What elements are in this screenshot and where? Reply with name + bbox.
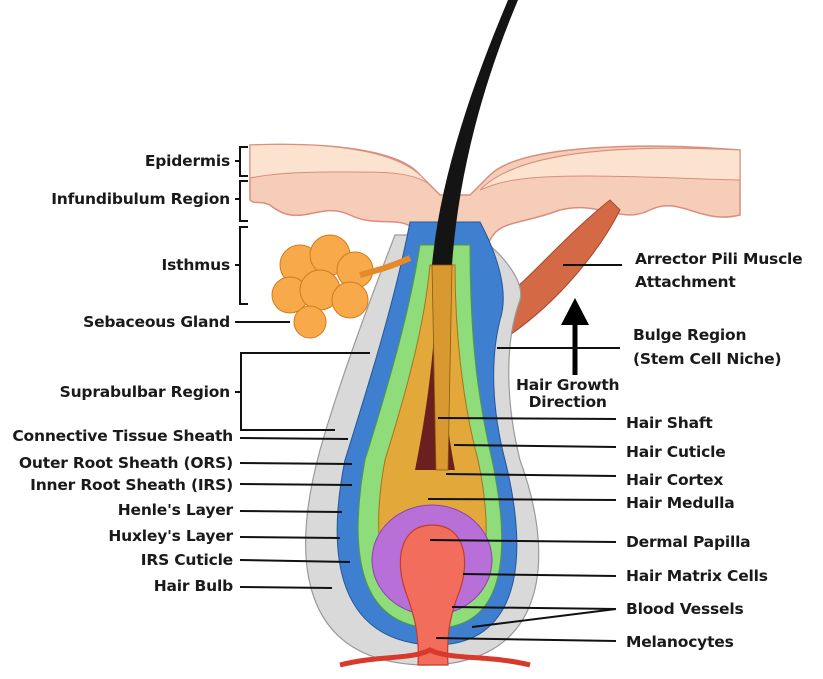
suprabulbar-bracket bbox=[235, 352, 370, 431]
label-hair-bulb: Hair Bulb bbox=[153, 577, 233, 595]
label-infundibulum-region: Infundibulum Region bbox=[51, 190, 230, 208]
label-dermal-papilla: Dermal Papilla bbox=[626, 533, 751, 551]
epidermis-layer bbox=[249, 143, 436, 191]
henle-line bbox=[239, 510, 343, 513]
blood-vessels bbox=[339, 647, 531, 668]
hair-growth-arrow-icon bbox=[561, 298, 589, 375]
label-suprabulbar-region: Suprabulbar Region bbox=[59, 383, 231, 401]
label-hair-cuticle: Hair Cuticle bbox=[626, 443, 726, 461]
label-hair-cortex: Hair Cortex bbox=[626, 471, 724, 489]
label-growth-line-2: Direction bbox=[528, 393, 607, 411]
arrector-pili-muscle bbox=[494, 199, 621, 336]
label-inner-root-sheath: Inner Root Sheath (IRS) bbox=[30, 476, 233, 494]
label-hair-growth-direction: Hair Growth Direction bbox=[516, 376, 620, 411]
label-outer-root-sheath: Outer Root Sheath (ORS) bbox=[18, 454, 233, 472]
label-hair-shaft: Hair Shaft bbox=[626, 414, 713, 432]
label-henles-layer: Henle's Layer bbox=[117, 501, 233, 519]
skin-layers bbox=[249, 143, 741, 271]
label-irs-cuticle: IRS Cuticle bbox=[140, 551, 233, 569]
huxley-line bbox=[239, 536, 341, 539]
label-bulge-line-2: (Stem Cell Niche) bbox=[633, 350, 782, 368]
label-blood-vessels: Blood Vessels bbox=[626, 600, 744, 618]
label-epidermis: Epidermis bbox=[144, 152, 230, 170]
medulla-line bbox=[427, 498, 617, 501]
bulb-line bbox=[239, 586, 333, 589]
label-huxleys-layer: Huxley's Layer bbox=[108, 527, 233, 545]
label-arrector-line-1: Arrector Pili Muscle bbox=[635, 250, 803, 268]
sebaceous-gland bbox=[271, 234, 412, 339]
melanocytes-line bbox=[435, 637, 617, 642]
matrix-line bbox=[462, 573, 617, 577]
label-arrector-pili-muscle: Arrector Pili Muscle Attachment bbox=[635, 250, 803, 291]
label-bulge-region: Bulge Region (Stem Cell Niche) bbox=[633, 326, 782, 368]
right-label-markers bbox=[427, 264, 622, 642]
follicle bbox=[305, 221, 540, 668]
shaft-line bbox=[437, 417, 617, 420]
label-sebaceous-gland: Sebaceous Gland bbox=[83, 313, 230, 331]
hair-shaft bbox=[432, 0, 518, 265]
left-label-markers bbox=[235, 146, 370, 589]
cortex-line bbox=[445, 473, 617, 477]
cuticle-line bbox=[453, 444, 617, 448]
epidermis-bracket bbox=[235, 146, 248, 177]
label-hair-medulla: Hair Medulla bbox=[626, 494, 735, 512]
ors-line bbox=[239, 462, 353, 465]
label-growth-line-1: Hair Growth bbox=[516, 376, 620, 394]
hair-shaft-in-follicle bbox=[431, 264, 453, 471]
label-isthmus: Isthmus bbox=[161, 256, 231, 274]
label-hair-matrix-cells: Hair Matrix Cells bbox=[626, 567, 768, 585]
label-bulge-line-1: Bulge Region bbox=[633, 326, 747, 344]
vessels-line-1 bbox=[451, 606, 617, 610]
label-arrector-line-2: Attachment bbox=[635, 273, 736, 291]
cts-line bbox=[239, 437, 349, 440]
papilla-line bbox=[429, 539, 617, 543]
irs-cuticle-line bbox=[239, 559, 351, 563]
dermal-papilla bbox=[399, 524, 466, 666]
irs-line bbox=[239, 483, 353, 486]
vessels-line-2 bbox=[471, 608, 617, 628]
infundibulum-bracket bbox=[235, 180, 248, 222]
epidermis-layer-right bbox=[479, 147, 741, 191]
label-connective-tissue-sheath: Connective Tissue Sheath bbox=[12, 427, 233, 445]
isthmus-bracket bbox=[235, 226, 248, 305]
label-melanocytes: Melanocytes bbox=[626, 633, 734, 651]
